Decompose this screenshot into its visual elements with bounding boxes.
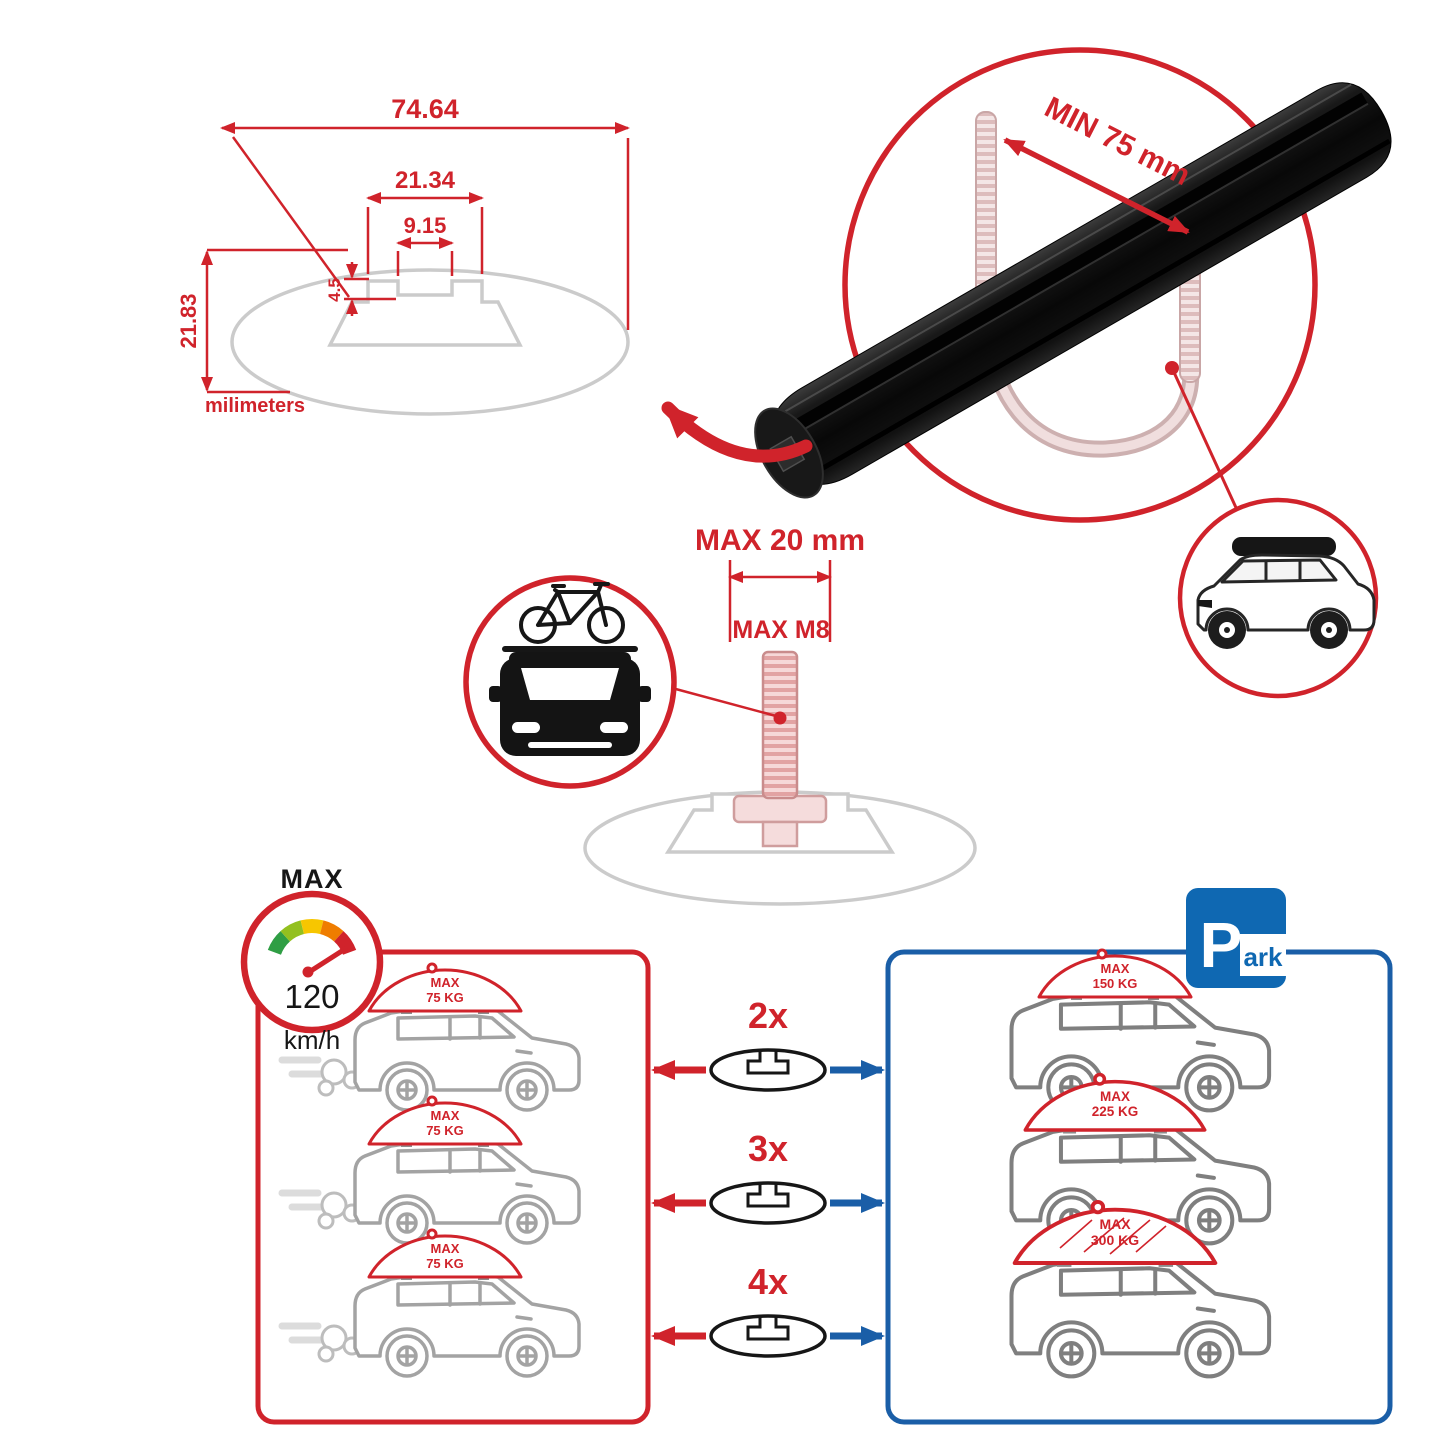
- cargo-label-max: MAX: [1100, 1089, 1130, 1104]
- cargo-label-max: MAX: [1099, 1216, 1131, 1232]
- dim-channel-inner-label: 9.15: [404, 213, 447, 238]
- dim-total-height-label: 21.83: [176, 293, 201, 348]
- car-headlight-right: [600, 722, 628, 733]
- park-sign-letter: P: [1200, 909, 1243, 981]
- max-thread-label: MAX M8: [732, 616, 829, 644]
- suv-roofbox-circle: [1177, 497, 1379, 699]
- crossbar-profile-icon: [709, 1181, 827, 1225]
- dim-channel-outer-label: 21.34: [395, 167, 456, 194]
- dim-channel-depth-label: 4.5: [325, 278, 344, 302]
- speedometer: MAX 120 km/h: [240, 864, 384, 1055]
- multiplier-count: 3x: [748, 1128, 788, 1169]
- car-mirror-right: [638, 686, 651, 702]
- cargo-label-max: MAX: [431, 975, 460, 990]
- gauge-arc: [267, 919, 357, 956]
- cargo-label-weight: 150 KG: [1093, 976, 1138, 991]
- cargo-label-max: MAX: [431, 1241, 460, 1256]
- multiplier-rows: 2x 3x 4x: [651, 995, 885, 1358]
- max-length-label: MAX 20 mm: [695, 524, 865, 557]
- cargo-label-weight: 225 KG: [1092, 1104, 1139, 1119]
- cargo-label-weight: 75 KG: [426, 1256, 464, 1271]
- pointer-arrow-to-diagram: [661, 401, 813, 463]
- roof-crossbar: [502, 646, 638, 652]
- speedometer-dial: [240, 890, 384, 1034]
- bicycle-icon: [519, 582, 625, 644]
- dim-unit-label: milimeters: [205, 395, 305, 417]
- leader-to-bolt: [671, 686, 777, 718]
- speed-max-label: MAX: [281, 864, 344, 894]
- dim-total-width-label: 74.64: [391, 94, 459, 124]
- profile-t-slot-bracket: [327, 279, 523, 347]
- cargo-label-weight: 300 KG: [1091, 1232, 1139, 1248]
- car-front-icon: [489, 652, 651, 756]
- bolt-fitment-diagram: MAX 20 mm MAX M8: [463, 524, 977, 906]
- car-headlight-left: [512, 722, 540, 733]
- crossbar-dimension-diagram: 74.64 21.34 9.15 4.5 21.83 milimeters: [176, 94, 630, 417]
- cargo-label-weight: 75 KG: [426, 990, 464, 1005]
- t-slot-nut: [732, 794, 828, 824]
- min-clamp-arrow: [1003, 137, 1190, 235]
- crossbar-profile-icon: [709, 1048, 827, 1092]
- bike-on-car-circle: [463, 575, 677, 789]
- cargo-label-max: MAX: [1101, 961, 1130, 976]
- speed-value: 120: [284, 978, 339, 1015]
- car-bumper: [528, 742, 612, 748]
- cargo-label-weight: 75 KG: [426, 1123, 464, 1138]
- multiplier-count: 4x: [748, 1261, 788, 1302]
- car-mirror-left: [489, 686, 502, 702]
- leader-to-suv: [1170, 367, 1240, 513]
- parked-panel: MAX 150 KG MAX 225 KG MAX 300 KG: [885, 948, 1393, 1425]
- park-sign-suffix: ark: [1243, 942, 1283, 972]
- park-sign: P ark: [1186, 888, 1286, 988]
- crossbar-profile-icon: [709, 1314, 827, 1358]
- crossbar-closeup: MIN 75 mm: [661, 47, 1392, 699]
- multiplier-count: 2x: [748, 995, 788, 1036]
- bolt-point-dot: [773, 711, 787, 725]
- cargo-basket-hatch: [1059, 1217, 1167, 1255]
- speed-unit: km/h: [284, 1025, 340, 1055]
- mounting-bolt: [761, 650, 799, 800]
- driving-panel: MAX 75 KG MAX 75 KG MAX 75 KG: [255, 949, 651, 1425]
- roof-box: [1232, 537, 1336, 556]
- suv-silhouette: [1196, 553, 1376, 632]
- cargo-label-max: MAX: [431, 1108, 460, 1123]
